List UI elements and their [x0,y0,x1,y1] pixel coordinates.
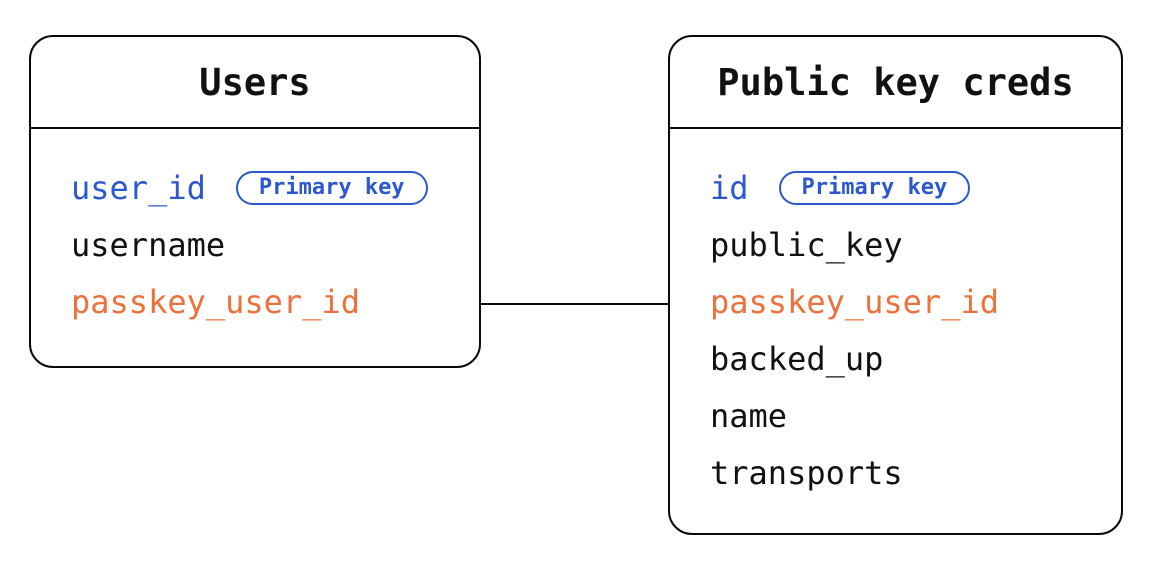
field-row: passkey_user_id [71,273,479,330]
field-row: name [710,387,1121,444]
table-title: Public key creds [717,60,1074,104]
field-name-public-key: public_key [710,225,903,264]
field-name-backed-up: backed_up [710,339,884,378]
field-name-passkey-user-id: passkey_user_id [71,282,360,321]
relation-line [481,303,668,305]
field-name-name: name [710,396,788,435]
field-row: username [71,216,479,273]
table-title: Users [199,60,311,104]
field-name-user-id: user_id [71,168,206,207]
field-row: user_id Primary key [71,159,479,216]
field-row: passkey_user_id [710,273,1121,330]
field-row: backed_up [710,330,1121,387]
table-header-users: Users [31,37,479,129]
table-card-public-key-creds: Public key creds id Primary key public_k… [668,35,1123,535]
table-card-users: Users user_id Primary key username passk… [29,35,481,368]
field-row: public_key [710,216,1121,273]
field-name-id: id [710,168,749,207]
table-header-public-key-creds: Public key creds [670,37,1121,129]
primary-key-badge: Primary key [778,170,971,205]
field-row: id Primary key [710,159,1121,216]
field-row: transports [710,444,1121,501]
primary-key-badge: Primary key [235,170,428,205]
field-name-username: username [71,225,226,264]
field-name-transports: transports [710,453,903,492]
table-body-users: user_id Primary key username passkey_use… [31,129,479,330]
field-name-passkey-user-id: passkey_user_id [710,282,999,321]
table-body-public-key-creds: id Primary key public_key passkey_user_i… [670,129,1121,501]
